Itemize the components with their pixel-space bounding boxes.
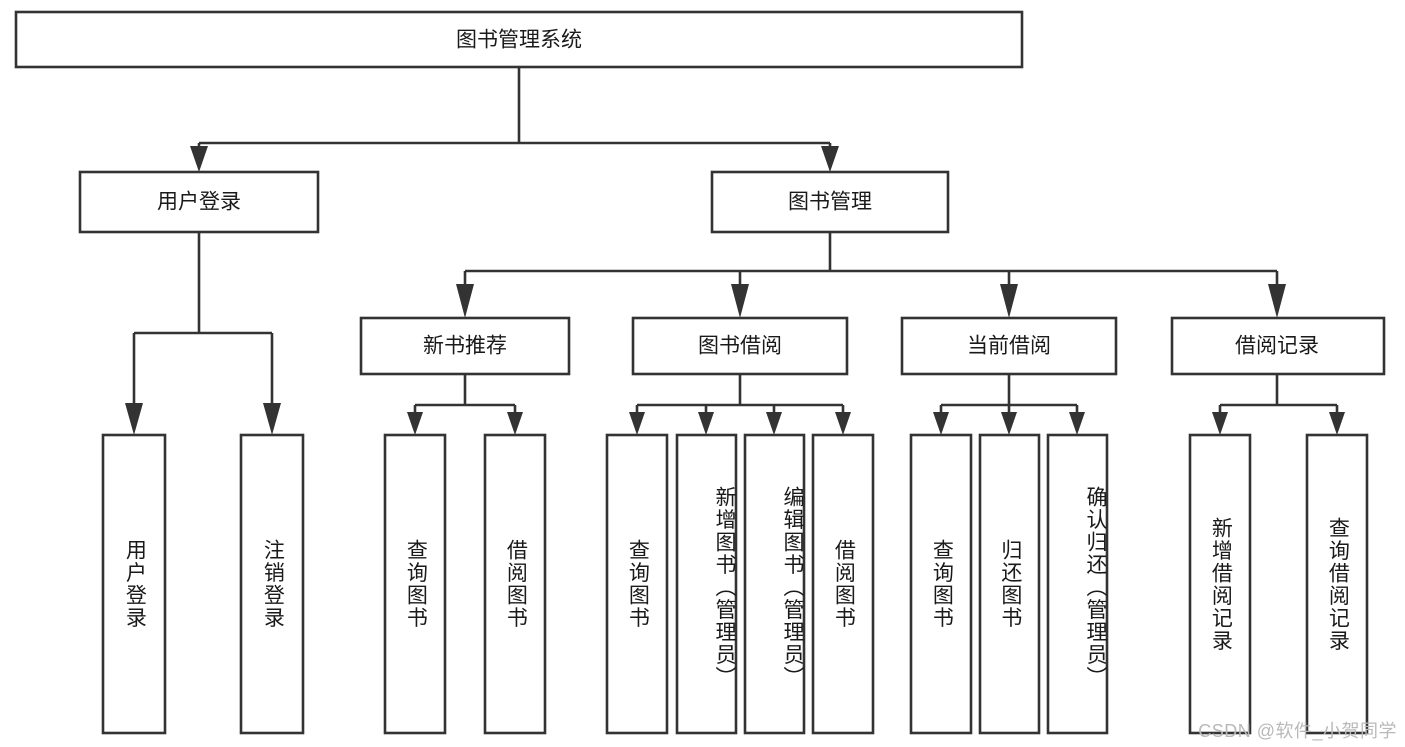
arrowhead-leaf-user-login [125,403,143,435]
arrowhead-leaf-logout [263,403,281,435]
node-leaf-query-book-b-box[interactable] [605,433,669,735]
arrowhead-leaf-borrow-book-a [507,412,523,435]
arrowhead-new-book-rec [456,284,474,318]
node-leaf-user-login-box[interactable] [101,433,167,735]
node-book-manage-label: 图书管理 [788,191,872,214]
node-current-borrow-label: 当前借阅 [967,335,1051,358]
node-leaf-query-book-c-box[interactable] [909,433,973,735]
arrowhead-leaf-add-record [1212,412,1228,435]
node-new-book-rec-label: 新书推荐 [423,335,507,358]
node-book-manage-box[interactable] [710,170,950,234]
arrowhead-user-login [190,146,208,172]
node-root[interactable]: 图书管理系统 [14,10,1024,69]
node-current-borrow-box[interactable] [900,316,1118,376]
node-current-borrow[interactable]: 当前借阅 [900,316,1118,376]
node-borrow-record-label: 借阅记录 [1235,335,1319,358]
node-leaf-query-record-box[interactable] [1305,433,1369,735]
node-new-book-rec-box[interactable] [359,316,571,376]
node-book-borrow-label: 图书借阅 [698,335,782,358]
node-user-login-box[interactable] [78,170,320,234]
arrowhead-leaf-confirm-return [1069,412,1085,435]
arrowhead-leaf-return-book [1001,412,1017,435]
node-book-manage[interactable]: 图书管理 [710,170,950,234]
node-borrow-record-box[interactable] [1170,316,1386,376]
node-book-borrow-box[interactable] [631,316,849,376]
edge-group-borrow-record [1212,374,1345,435]
arrowhead-borrow-record [1268,284,1286,318]
arrowhead-leaf-query-record [1329,412,1345,435]
node-leaf-borrow-book-a-box[interactable] [483,433,547,735]
node-root-label: 图书管理系统 [456,29,582,52]
edge-group-new-book-rec [407,374,523,435]
node-leaf-confirm-return-box[interactable] [1046,433,1109,735]
edge-group-current-borrow [933,374,1085,435]
edge-group-book-borrow [629,374,851,435]
csdn-watermark: CSDN @软件_小贺同学 [1198,721,1397,741]
edge-group-root [190,67,839,172]
node-leaf-return-book-box[interactable] [978,433,1041,735]
node-leaf-add-record-box[interactable] [1188,433,1252,735]
node-leaf-query-book-a-box[interactable] [383,433,447,735]
node-root-box[interactable] [14,10,1024,69]
node-user-login-label: 用户登录 [157,191,241,214]
arrowhead-leaf-add-book [698,412,714,435]
node-borrow-record[interactable]: 借阅记录 [1170,316,1386,376]
arrowhead-leaf-query-book-a [407,412,423,435]
edge-group-book-manage [456,232,1286,318]
arrowhead-current-borrow [1000,284,1018,318]
node-leaf-logout-box[interactable] [239,433,305,735]
node-user-login[interactable]: 用户登录 [78,170,320,234]
arrowhead-leaf-query-book-c [933,412,949,435]
arrowhead-leaf-query-book-b [629,412,645,435]
node-new-book-rec[interactable]: 新书推荐 [359,316,571,376]
node-leaf-borrow-book-b-box[interactable] [811,433,875,735]
edge-group-user-login [125,232,281,435]
arrowhead-leaf-edit-book [766,412,782,435]
arrowhead-book-manage [821,146,839,172]
node-book-borrow[interactable]: 图书借阅 [631,316,849,376]
node-leaf-add-book-box[interactable] [675,433,738,735]
node-leaf-edit-book-box[interactable] [743,433,806,735]
arrowhead-book-borrow [731,284,749,318]
arrowhead-leaf-borrow-book-b [835,412,851,435]
